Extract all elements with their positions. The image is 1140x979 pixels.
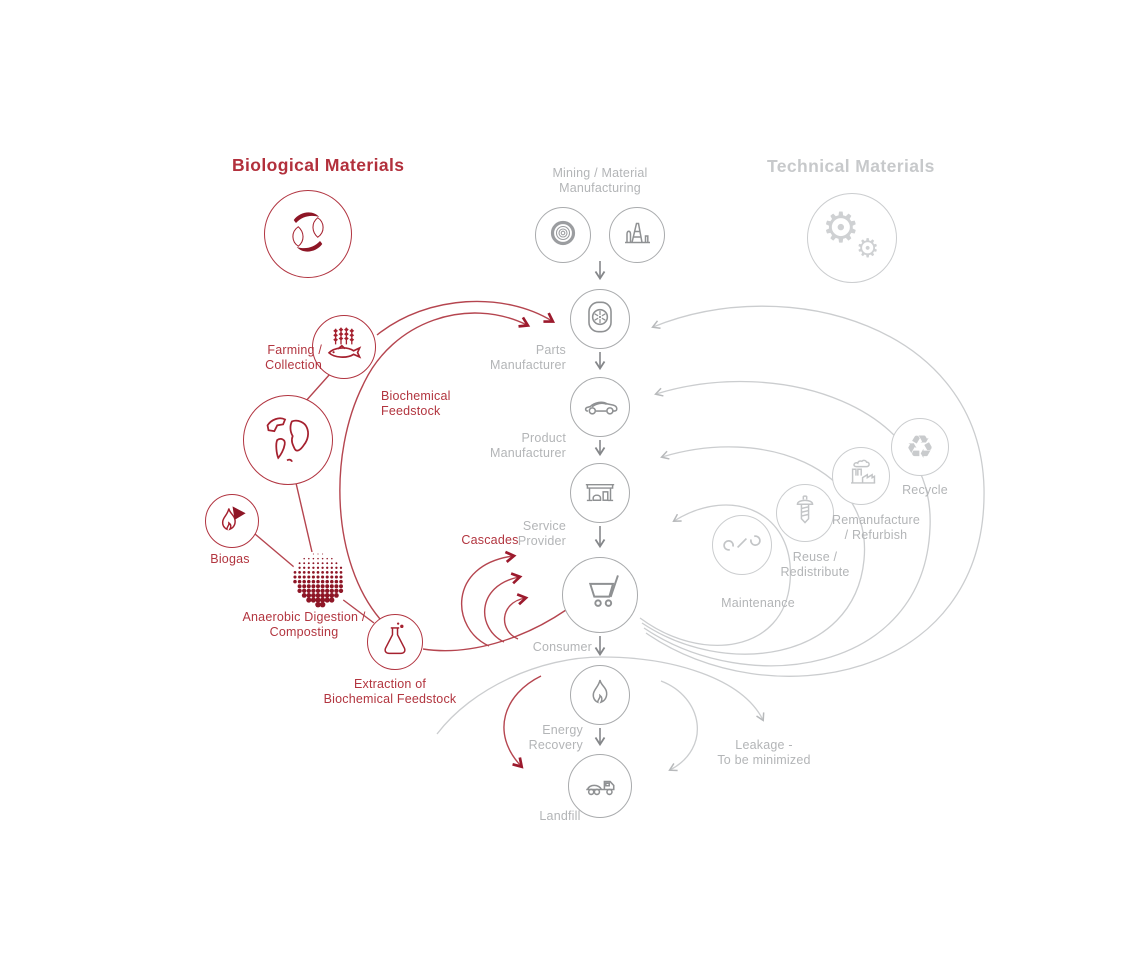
leaves-icon bbox=[275, 199, 341, 270]
shopping-cart-icon bbox=[574, 567, 626, 624]
recycle-node: ♻ bbox=[891, 418, 949, 476]
service-provider-node bbox=[570, 463, 630, 523]
cascade-arc-inner bbox=[503, 593, 529, 640]
energy-recovery-label: Energy Recovery bbox=[528, 723, 583, 752]
halftone-dots-icon bbox=[290, 549, 350, 614]
farming-collection-node bbox=[312, 315, 376, 379]
wheat-fish-icon bbox=[320, 321, 368, 374]
reuse-loop-path bbox=[641, 446, 866, 655]
reuse-label: Reuse / Redistribute bbox=[780, 550, 850, 579]
anaerobic-digestion-label: Anaerobic Digestion / Composting bbox=[242, 610, 366, 639]
consumer-node bbox=[562, 557, 638, 633]
tire-icon bbox=[579, 296, 621, 343]
maintenance-node bbox=[712, 515, 772, 575]
mining-label: Mining / Material Manufacturing bbox=[552, 166, 648, 195]
wood-log-icon bbox=[543, 213, 583, 258]
biogas-label: Biogas bbox=[210, 552, 250, 566]
wrench-icon bbox=[721, 522, 763, 569]
oil-derrick-icon bbox=[617, 213, 657, 258]
leakage-path bbox=[436, 656, 765, 735]
biogas-flame-icon bbox=[211, 498, 253, 545]
extraction-label: Extraction of Biochemical Feedstock bbox=[323, 677, 457, 706]
biogas-node bbox=[205, 494, 259, 548]
recycle-icon: ♻ bbox=[905, 429, 935, 465]
service-provider-label: Service Provider bbox=[517, 519, 566, 548]
technical-symbol-node: ⚙ ⚙ bbox=[807, 193, 897, 283]
cascade-arc-outer bbox=[461, 550, 517, 647]
remanufacture-node bbox=[832, 447, 890, 505]
earth-globe-icon bbox=[249, 399, 327, 482]
remanufacture-loop-path bbox=[643, 380, 931, 667]
mining-derrick-node bbox=[609, 207, 665, 263]
product-manufacturer-node bbox=[570, 377, 630, 437]
flame-icon bbox=[580, 673, 620, 718]
maintenance-label: Maintenance bbox=[721, 596, 795, 610]
consumer-to-landfill-red-arc bbox=[503, 675, 542, 769]
car-icon bbox=[578, 383, 622, 432]
recycle-label: Recycle bbox=[902, 483, 948, 497]
landfill-node bbox=[568, 754, 632, 818]
garage-icon bbox=[579, 470, 621, 517]
biochemical-feedstock-label: Biochemical Feedstock bbox=[381, 389, 451, 418]
screw-icon bbox=[784, 490, 826, 537]
anaerobic-digestion-node bbox=[290, 551, 350, 611]
technical-materials-title: Technical Materials bbox=[767, 156, 935, 176]
leakage-label: Leakage - To be minimized bbox=[717, 738, 811, 767]
cascade-arc-mid bbox=[483, 572, 523, 643]
leakage-landfill-path bbox=[660, 680, 698, 772]
flask-icon bbox=[374, 619, 416, 666]
biological-loops bbox=[254, 300, 567, 769]
parts-manufacturer-label: Parts Manufacturer bbox=[489, 343, 566, 372]
dump-truck-icon bbox=[578, 762, 622, 811]
extraction-node bbox=[367, 614, 423, 670]
collection-globe-node bbox=[243, 395, 333, 485]
cascades-label: Cascades bbox=[461, 533, 519, 547]
remanufacture-label: Remanufacture / Refurbish bbox=[831, 513, 921, 542]
parts-manufacturer-node bbox=[570, 289, 630, 349]
farming-to-parts-arc bbox=[376, 300, 556, 336]
product-manufacturer-label: Product Manufacturer bbox=[489, 431, 566, 460]
consumer-label: Consumer bbox=[532, 640, 592, 654]
landfill-label: Landfill bbox=[539, 809, 581, 823]
extraction-to-parts-arc bbox=[339, 312, 531, 620]
farming-collection-label: Farming / Collection bbox=[265, 343, 322, 372]
maintenance-loop-path bbox=[639, 504, 791, 646]
recycle-loop-path bbox=[645, 305, 985, 677]
biological-symbol-node bbox=[264, 190, 352, 278]
gears-icon: ⚙ ⚙ bbox=[822, 204, 880, 263]
biological-materials-title: Biological Materials bbox=[232, 155, 405, 175]
technical-loops bbox=[436, 305, 985, 772]
energy-recovery-node bbox=[570, 665, 630, 725]
reuse-node bbox=[776, 484, 834, 542]
mining-wood-node bbox=[535, 207, 591, 263]
consumer-to-extraction-line bbox=[422, 609, 567, 652]
factory-icon bbox=[840, 453, 882, 500]
